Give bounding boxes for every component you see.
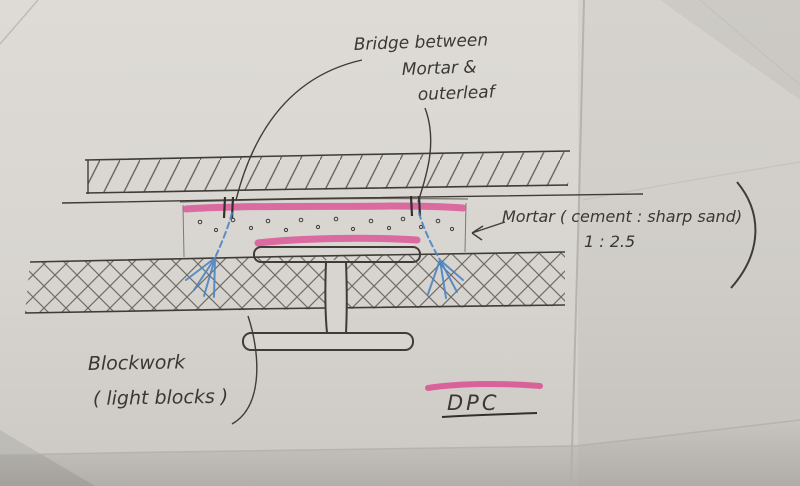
bridge-pointer-right-line <box>417 107 432 203</box>
blockwork-label-line1: Blockwork <box>88 351 187 375</box>
mortar-aggregate-dots <box>197 216 455 233</box>
beam-web-mask <box>326 260 346 334</box>
mortar-pointer-arrow <box>471 221 506 241</box>
mortar-ratio-label: 1 : 2.5 <box>584 232 635 251</box>
mortar-label: Mortar ( cement : sharp sand) <box>502 207 742 226</box>
paper-bottom-left-shadow <box>0 430 95 486</box>
mortar-bed-highlight-lower <box>254 234 421 247</box>
beam-top-flange <box>253 246 421 263</box>
outer-leaf-hatch <box>88 152 570 193</box>
bridge-pointer-left-line <box>235 59 363 201</box>
blockwork-band <box>24 251 566 314</box>
mortar-bed-highlight-top <box>182 202 467 213</box>
bridge-label-line1: Bridge between <box>353 30 488 55</box>
blue-bridge-arrow-left <box>185 212 233 298</box>
paper-top-right-corner-shade <box>660 0 800 100</box>
dpc-underline <box>441 412 538 418</box>
pointer-lines <box>231 59 757 425</box>
blockwork-pointer-line <box>231 315 258 425</box>
blockwork-crosshatch <box>25 252 565 313</box>
blockwork-label-line2: ( light blocks ) <box>93 386 229 410</box>
blue-bridge-arrow-right <box>418 212 464 299</box>
mortar-label-parenthesis <box>730 181 757 289</box>
beam-web-right-edge <box>345 261 348 334</box>
outer-leaf-band <box>61 150 644 204</box>
beam-bottom-flange <box>242 332 414 351</box>
dpc-highlight <box>425 380 543 391</box>
mortar-joint <box>179 195 469 258</box>
beam-web-left-edge <box>324 261 328 334</box>
paper-bottom-fold-shadow <box>0 420 800 486</box>
steel-beam <box>242 246 421 351</box>
dpc-label: DPC <box>447 391 500 415</box>
bridge-label-line2: Mortar & <box>401 57 476 80</box>
bridge-label-line3: outerleaf <box>417 82 498 105</box>
